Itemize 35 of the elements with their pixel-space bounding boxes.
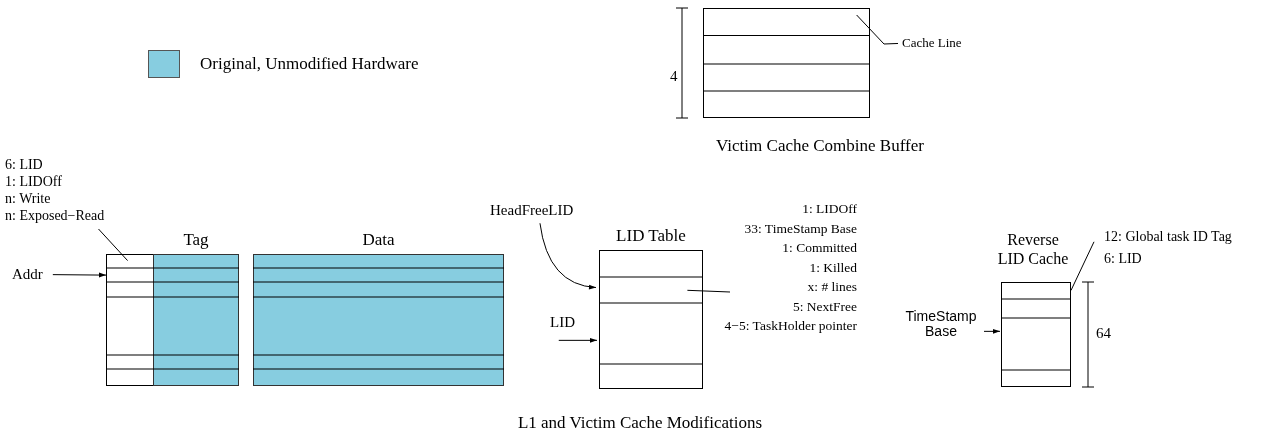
field-label: 5: NextFree xyxy=(792,298,857,314)
array-heading: Tag xyxy=(182,230,210,250)
input-label: Addr xyxy=(12,266,43,284)
field-label: 12: Global task ID Tag xyxy=(1104,229,1232,246)
dimension-label: 4 xyxy=(670,68,678,86)
arrow xyxy=(52,272,107,278)
field-label: 33: TimeStamp Base xyxy=(744,220,857,236)
arrow xyxy=(539,222,597,290)
field-label: 1: Killed xyxy=(809,259,857,275)
array-heading: Data xyxy=(361,230,396,250)
table-heading: Reverse LID Cache xyxy=(996,230,1070,269)
dimension-label: 64 xyxy=(1096,325,1111,343)
field-label: n: Exposed−Read xyxy=(5,208,105,225)
caption: L1 and Victim Cache Modifications xyxy=(516,413,764,433)
field-label: 6: LID xyxy=(1104,251,1142,268)
table-heading: LID Table xyxy=(615,226,687,246)
buffer-title: Victim Cache Combine Buffer xyxy=(715,136,925,156)
leader-label: Cache Line xyxy=(902,36,962,51)
field-label: n: Write xyxy=(5,191,51,208)
arrow xyxy=(983,328,1001,334)
field-label: 1: LIDOff xyxy=(5,174,62,191)
leader-line xyxy=(98,228,129,262)
input-label: TimeStamp Base xyxy=(896,309,986,339)
legend-label: Original, Unmodified Hardware xyxy=(200,54,419,74)
field-label: 1: Committed xyxy=(782,240,857,256)
field-label: 6: LID xyxy=(5,157,43,174)
field-label: 4−5: TaskHolder pointer xyxy=(724,318,857,334)
leader-line xyxy=(686,289,731,293)
arrow xyxy=(558,337,598,343)
input-label: LID xyxy=(550,314,575,332)
leader-line xyxy=(1070,241,1095,291)
input-label: HeadFreeLID xyxy=(490,202,574,220)
field-label: x: # lines xyxy=(807,279,857,295)
field-label: 1: LIDOff xyxy=(802,201,857,217)
leader-line xyxy=(856,14,899,45)
